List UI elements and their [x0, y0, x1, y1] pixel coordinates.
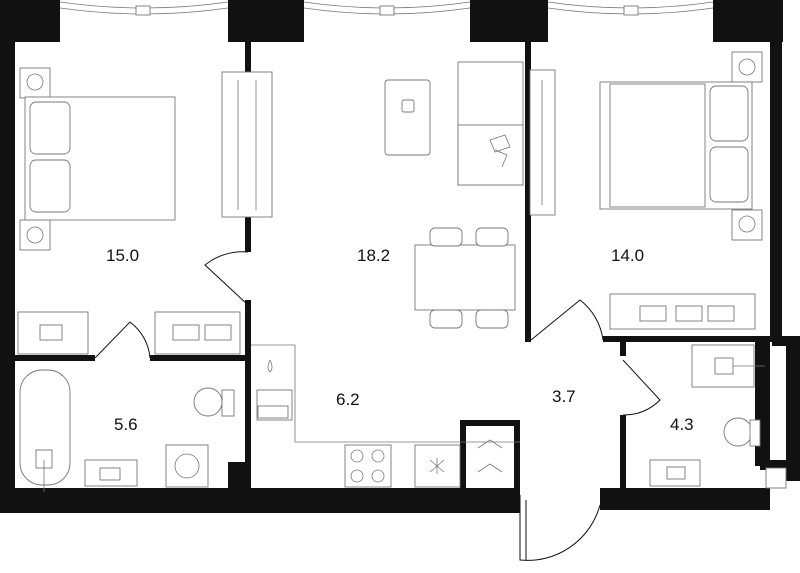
bed-right: [599, 51, 763, 241]
exterior-walls: [0, 0, 800, 513]
room-area-living-room: 18.2: [357, 246, 390, 265]
kitchen-fixtures: [251, 344, 520, 488]
room-area-bathroom-left: 5.6: [114, 415, 138, 434]
room-area-bedroom-right: 14.0: [611, 246, 644, 265]
shelf-right: [609, 293, 756, 330]
doors: [94, 251, 661, 561]
bathroom-right-fixtures: [649, 344, 787, 489]
wardrobe-right: [529, 69, 556, 216]
windows: [59, 1, 714, 16]
bed-left: [19, 67, 176, 251]
room-area-hallway: 3.7: [552, 387, 576, 406]
bathroom-left-fixtures: [17, 311, 241, 492]
room-area-bathroom-right: 4.3: [670, 415, 694, 434]
living-furniture: [384, 61, 524, 329]
wardrobe-left: [221, 71, 273, 218]
room-area-kitchen: 6.2: [336, 390, 360, 409]
room-area-bedroom-left: 15.0: [106, 246, 139, 265]
